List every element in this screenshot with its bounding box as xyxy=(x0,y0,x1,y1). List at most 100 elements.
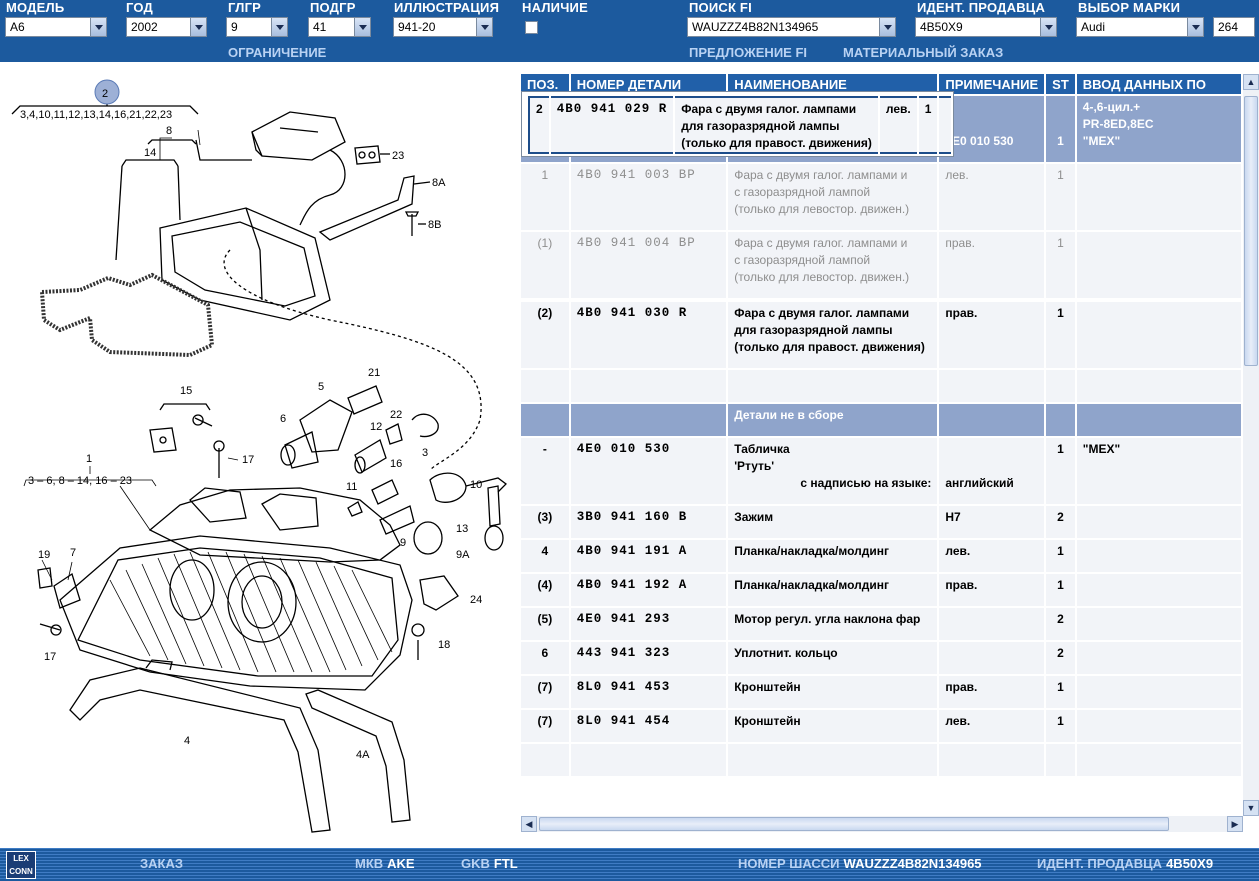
chevron-down-icon[interactable] xyxy=(271,18,287,36)
callout-4a[interactable]: 4A xyxy=(356,749,370,761)
scroll-right-icon[interactable]: ▶ xyxy=(1227,816,1243,832)
callout-9[interactable]: 9 xyxy=(400,537,406,549)
callout-22[interactable]: 22 xyxy=(390,409,402,421)
callout-24[interactable]: 24 xyxy=(470,594,482,606)
callout-17-bottom[interactable]: 17 xyxy=(44,651,56,663)
order-button[interactable]: ЗАКАЗ xyxy=(140,856,183,871)
chevron-down-icon[interactable] xyxy=(190,18,206,36)
callout-23[interactable]: 23 xyxy=(392,150,404,162)
column-part-number[interactable]: НОМЕР ДЕТАЛИ xyxy=(570,74,727,94)
horizontal-scrollbar[interactable]: ◀ ▶ xyxy=(521,816,1243,832)
chevron-down-icon[interactable] xyxy=(90,18,106,36)
offer-fi-link[interactable]: ПРЕДЛОЖЕНИЕ FI xyxy=(689,45,807,60)
table-row[interactable]: Детали не в сборе xyxy=(521,404,1241,436)
cell-part-number: 4E0 010 530 xyxy=(570,438,727,504)
vertical-scroll-thumb[interactable] xyxy=(1244,96,1258,366)
callout-10[interactable]: 10 xyxy=(470,479,482,491)
callout-12[interactable]: 12 xyxy=(370,421,382,433)
callout-8b[interactable]: 8B xyxy=(428,219,441,231)
callout-7[interactable]: 7 xyxy=(70,547,76,559)
cell-part-number xyxy=(570,404,727,436)
illustration-select[interactable]: 941-20 xyxy=(393,17,493,37)
scroll-down-icon[interactable]: ▼ xyxy=(1243,800,1259,816)
seller-id-select[interactable]: 4B50X9 xyxy=(915,17,1057,37)
header-search-fi: ПОИСК FI xyxy=(689,0,752,15)
table-row[interactable] xyxy=(521,370,1241,402)
column-position[interactable]: ПОЗ. xyxy=(521,74,569,94)
column-st[interactable]: ST xyxy=(1046,74,1075,94)
callout-21[interactable]: 21 xyxy=(368,367,380,379)
header-illustration: ИЛЛЮСТРАЦИЯ xyxy=(394,0,500,15)
material-order-link[interactable]: МАТЕРИАЛЬНЫЙ ЗАКАЗ xyxy=(843,45,1004,60)
cell-part-number: 4B0 941 003 BP xyxy=(570,164,727,230)
callout-1[interactable]: 1 xyxy=(86,453,92,465)
sub-group-select[interactable]: 41 xyxy=(308,17,371,37)
cell-part-number: 3B0 941 160 B xyxy=(570,506,727,538)
availability-checkbox[interactable] xyxy=(525,21,538,34)
model-select[interactable]: A6 xyxy=(5,17,107,37)
status-bar xyxy=(0,848,1259,881)
scroll-up-icon[interactable]: ▲ xyxy=(1243,74,1259,90)
vertical-scrollbar[interactable]: ▲ ▼ xyxy=(1243,74,1259,816)
cell-name: Фара с двумя галог. лампами для газоразр… xyxy=(675,96,878,154)
cell-data-entry xyxy=(1076,404,1241,436)
callout-8a[interactable]: 8A xyxy=(432,177,446,189)
cell-note: прав. xyxy=(939,574,1045,606)
column-name[interactable]: НАИМЕНОВАНИЕ xyxy=(728,74,938,94)
scroll-left-icon[interactable]: ◀ xyxy=(521,816,537,832)
cell-data-entry: 4-,6-цил.+ PR-8ED,8EC "MEX" xyxy=(1076,96,1241,162)
cell-note: H7 xyxy=(939,506,1045,538)
main-group-select[interactable]: 9 xyxy=(226,17,288,37)
callout-9a[interactable]: 9A xyxy=(456,549,470,561)
chevron-down-icon[interactable] xyxy=(1040,18,1056,36)
cell-note xyxy=(939,370,1045,402)
callout-6[interactable]: 6 xyxy=(280,413,286,425)
callout-2[interactable]: 2 xyxy=(102,88,108,100)
cell-part-number: 4B0 941 004 BP xyxy=(570,232,727,298)
callout-8[interactable]: 8 xyxy=(166,125,172,137)
column-data-entry[interactable]: ВВОД ДАННЫХ ПО xyxy=(1076,74,1241,94)
chevron-down-icon[interactable] xyxy=(354,18,370,36)
table-row[interactable] xyxy=(521,744,1241,776)
column-note[interactable]: ПРИМЕЧАНИЕ xyxy=(939,74,1045,94)
callout-16[interactable]: 16 xyxy=(390,458,402,470)
callout-5[interactable]: 5 xyxy=(318,381,324,393)
callout-13[interactable]: 13 xyxy=(456,523,468,535)
chevron-down-icon[interactable] xyxy=(1187,18,1203,36)
cell-name: Кронштейн xyxy=(728,710,938,742)
callout-11[interactable]: 11 xyxy=(346,481,357,493)
extra-field[interactable]: 264 xyxy=(1213,17,1255,37)
year-select[interactable]: 2002 xyxy=(126,17,207,37)
callout-3[interactable]: 3 xyxy=(422,447,428,459)
callout-18[interactable]: 18 xyxy=(438,639,450,651)
cell-position: (7) xyxy=(521,676,569,708)
brand-select[interactable]: Audi xyxy=(1076,17,1204,37)
cell-st: 1 xyxy=(1046,302,1075,368)
cell-data-entry xyxy=(1076,608,1241,640)
restriction-link[interactable]: ОГРАНИЧЕНИЕ xyxy=(228,45,327,60)
parts-diagram[interactable]: 2 3,4,10,11,12,13,14,16,21,22,23 8 14 23… xyxy=(0,72,516,842)
chevron-down-icon[interactable] xyxy=(476,18,492,36)
callout-15[interactable]: 15 xyxy=(180,385,192,397)
header-year: ГОД xyxy=(126,0,153,15)
search-fi-input[interactable]: WAUZZZ4B82N134965 xyxy=(687,17,896,37)
callout-4[interactable]: 4 xyxy=(184,735,190,747)
horizontal-scroll-thumb[interactable] xyxy=(539,817,1169,831)
callout-14[interactable]: 14 xyxy=(144,147,156,159)
callout-17-top[interactable]: 17 xyxy=(242,454,254,466)
chevron-down-icon[interactable] xyxy=(879,18,895,36)
parts-grid[interactable]: ПОЗ. НОМЕР ДЕТАЛИ НАИМЕНОВАНИЕ ПРИМЕЧАНИ… xyxy=(521,74,1243,816)
callout-19[interactable]: 19 xyxy=(38,549,50,561)
